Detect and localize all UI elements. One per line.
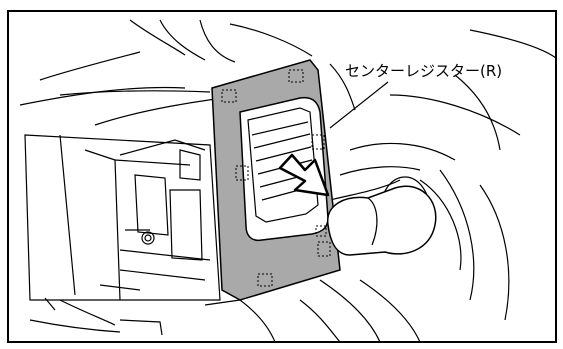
callout-label: センターレジスター(R) bbox=[345, 62, 502, 80]
clip-markers bbox=[221, 69, 331, 287]
clip-marker bbox=[315, 225, 327, 237]
callout-leader-line bbox=[329, 81, 389, 129]
clip-marker bbox=[317, 241, 331, 257]
clip-marker bbox=[257, 273, 273, 287]
figure-frame bbox=[7, 10, 557, 343]
dashboard-linework bbox=[19, 19, 557, 343]
clip-marker bbox=[311, 134, 325, 150]
arrow-outward-icon bbox=[278, 153, 330, 197]
hand-illustration bbox=[327, 185, 437, 256]
clip-marker bbox=[288, 69, 304, 83]
clip-marker bbox=[235, 165, 249, 181]
clip-marker bbox=[221, 89, 237, 103]
